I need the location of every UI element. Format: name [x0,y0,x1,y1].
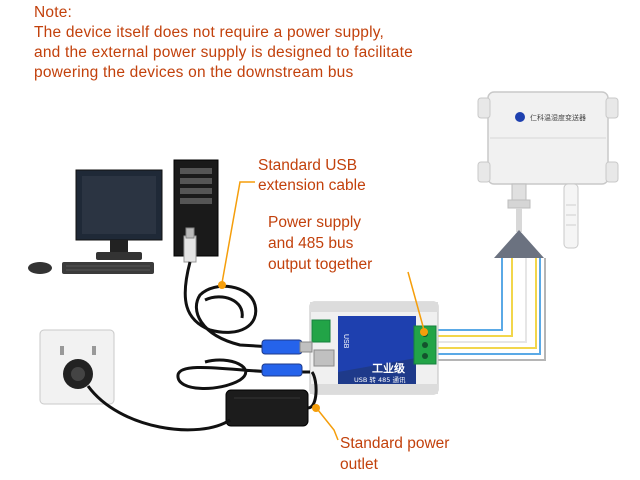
sensor-logo-icon [515,112,525,122]
wall-outlet [39,329,115,405]
power-485-label-line-3: output together [268,256,373,273]
leader-lines [221,181,425,441]
usb-port [313,349,335,367]
usb-cable-label-line-2: extension cable [258,177,366,194]
mouse [28,262,52,274]
converter-side-text: USB [342,334,349,349]
power-outlet-label-line-2: outlet [340,456,378,473]
power-485-label-line-2: and 485 bus [268,235,354,252]
power-outlet-label-line-1: Standard power [340,435,450,452]
note-line-3: powering the devices on the downstream b… [34,64,354,81]
note-line-2: and the external power supply is designe… [34,44,413,61]
sensor-transmitter: 仁科温湿度变送器 [477,91,619,249]
leader-dot-usb [218,281,226,289]
usb-cable-label-line-1: Standard USB [258,157,358,174]
converter-brand-text: 工业级 [372,361,406,375]
bus-wires [432,258,546,361]
sensor-logo-text: 仁科温湿度变送器 [530,113,586,122]
power-cable [176,358,310,390]
leader-dot-outlet [312,404,320,412]
usb-485-converter: USB 工业级 USB 转 485 通讯 [309,301,439,395]
note-heading: Note: [34,4,73,21]
sensor-probe [563,183,579,249]
usb-cable [183,261,291,350]
keyboard [62,262,154,274]
usb-plug [183,235,197,263]
usb-cable-connector [261,339,303,355]
converter-model-text: USB 转 485 通讯 [354,375,406,384]
leader-dot-terminal [420,328,428,336]
note-line-1: The device itself does not require a pow… [34,24,385,41]
power-485-label-line-1: Power supply [268,214,362,231]
cable-split-cone [494,230,544,258]
power-adapter [225,389,309,427]
